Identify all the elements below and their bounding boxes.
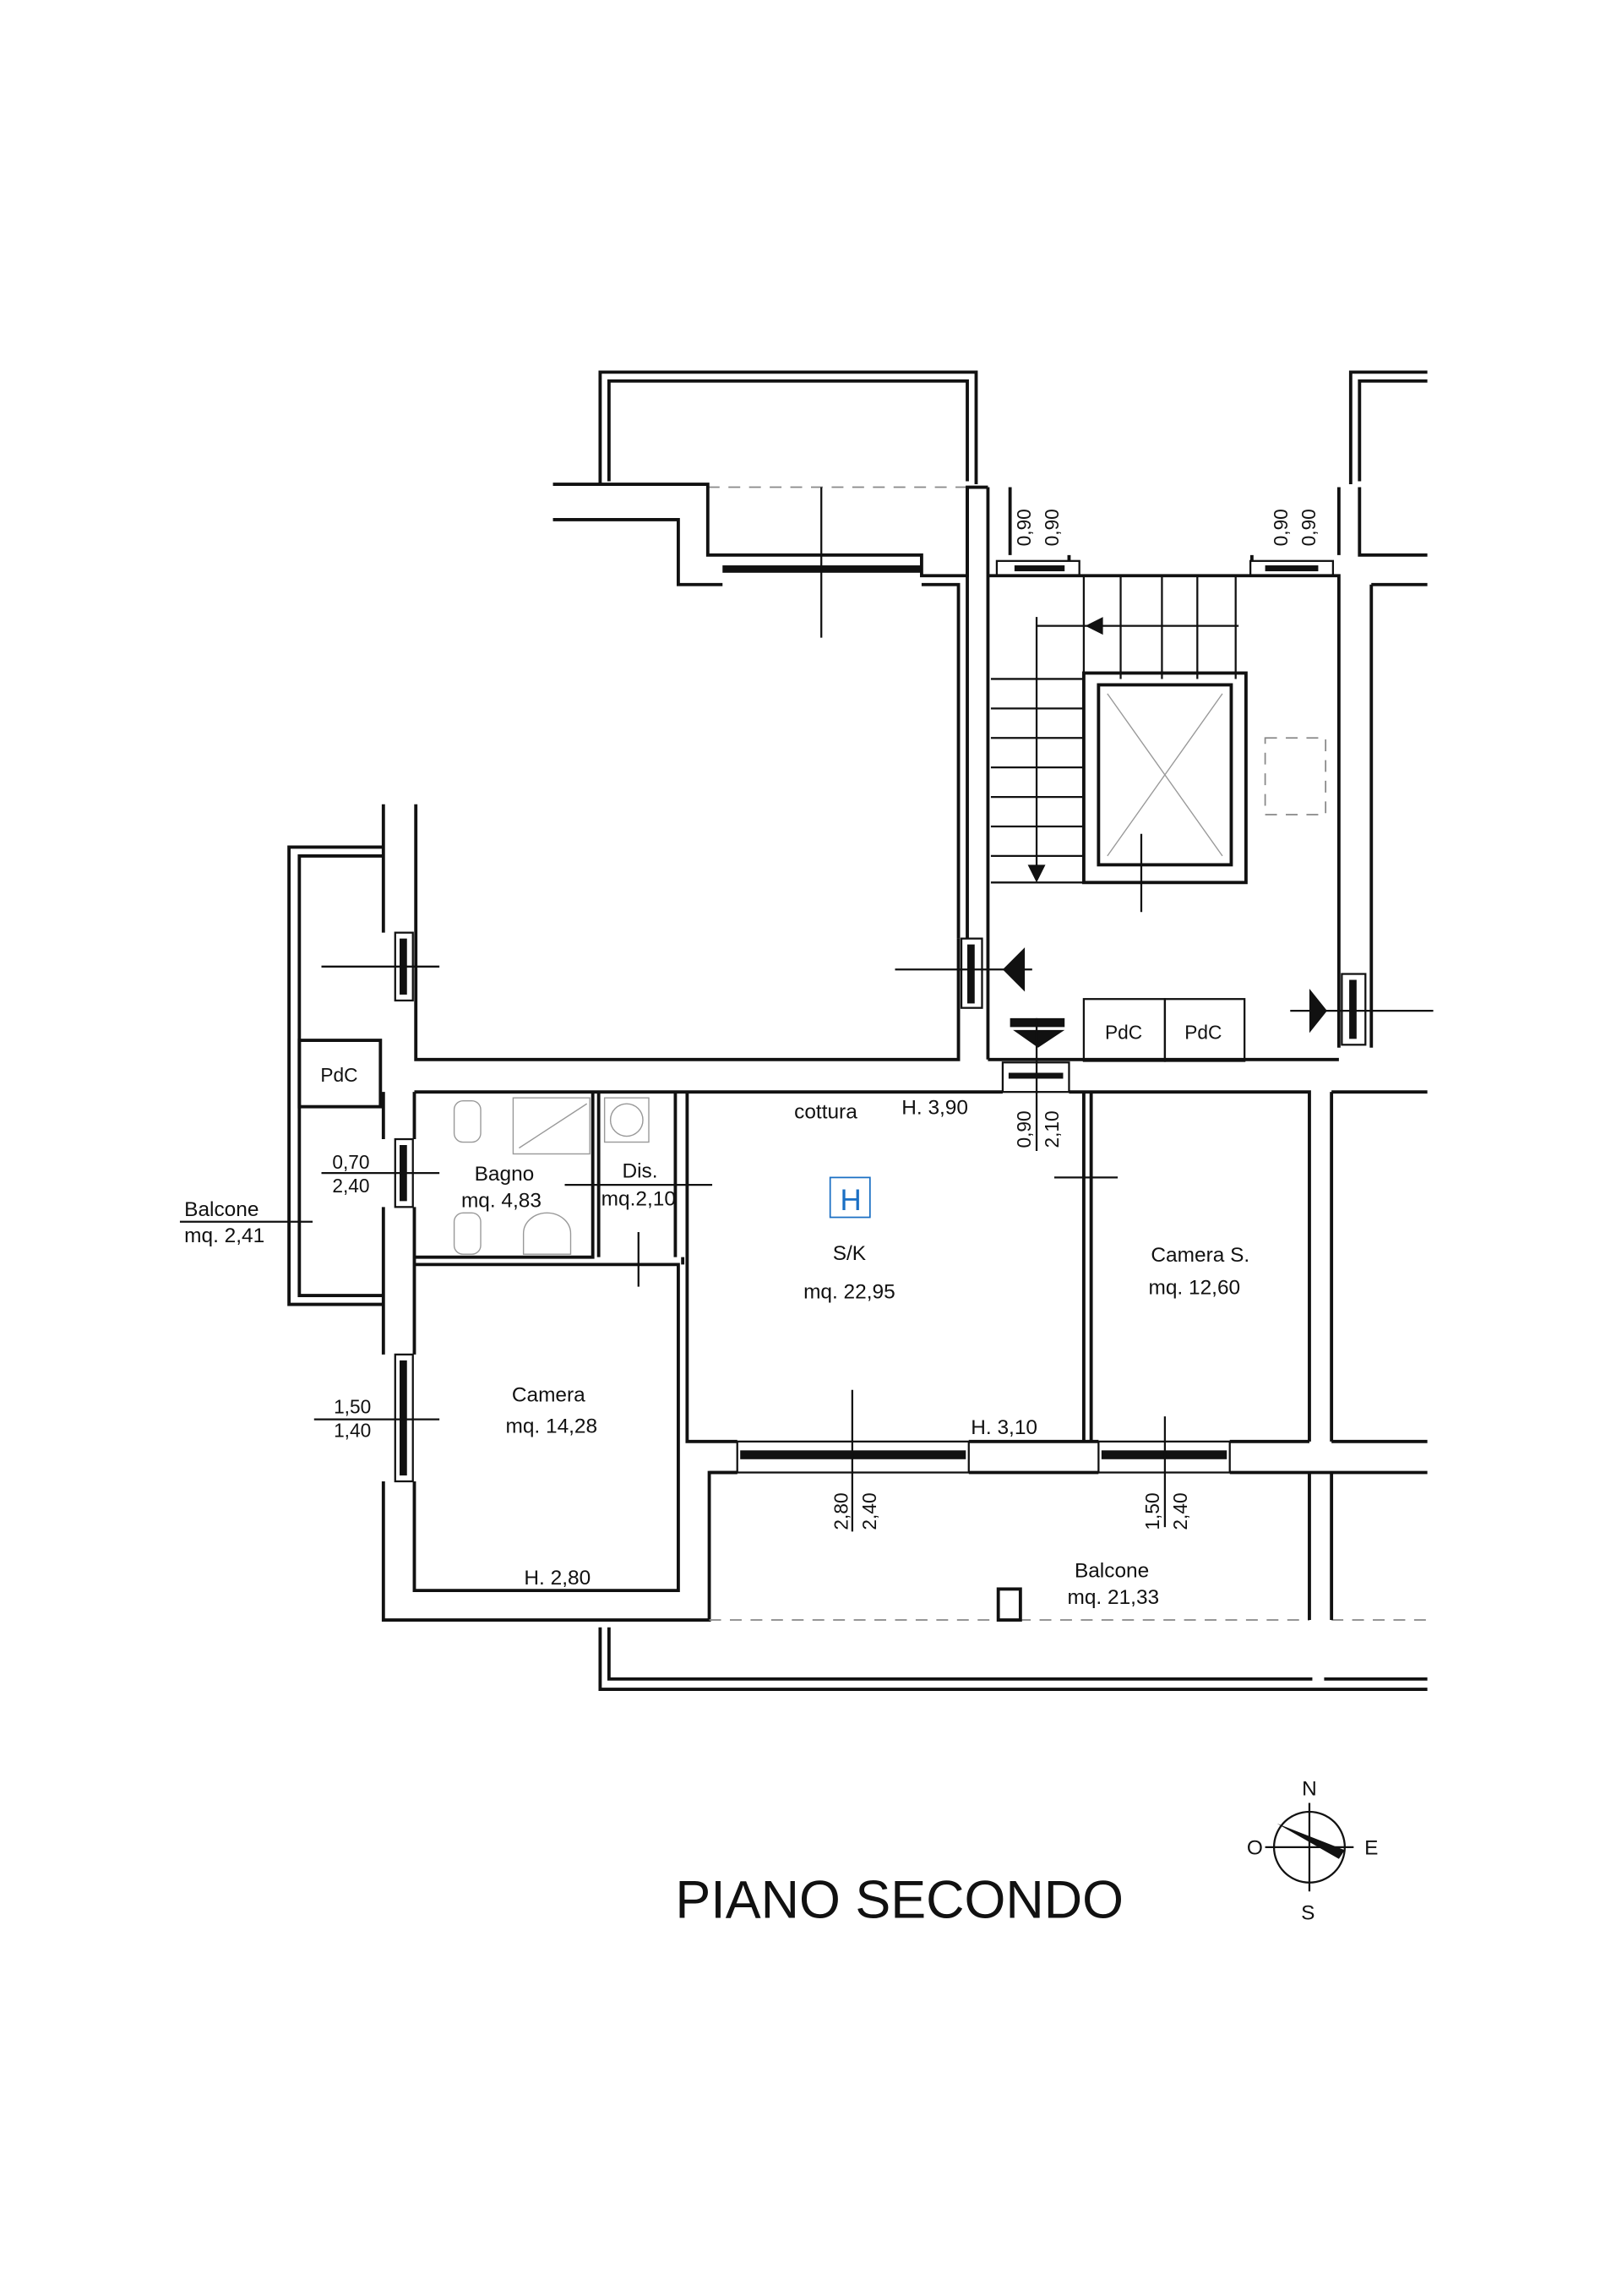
sk-name: S/K xyxy=(833,1242,867,1265)
compass-e: E xyxy=(1364,1837,1378,1860)
dim-label: 2,10 xyxy=(1041,1110,1063,1148)
camera-area: mq. 14,28 xyxy=(505,1415,597,1437)
stairs xyxy=(990,575,1239,884)
bagno-name: Bagno xyxy=(475,1163,535,1186)
dim-label: 0,90 xyxy=(1013,509,1035,546)
compass-n: N xyxy=(1302,1778,1317,1801)
dim-label: 1,40 xyxy=(334,1420,371,1442)
compass-s: S xyxy=(1301,1901,1314,1924)
sk-height-bottom: H. 3,10 xyxy=(971,1416,1037,1439)
compass-o: O xyxy=(1247,1837,1263,1860)
dim-label: 2,40 xyxy=(1169,1492,1191,1530)
dimension-labels: 0,70 2,40 1,50 1,40 0,90 0,90 0,90 0,90 … xyxy=(332,509,1320,1530)
compass-icon: N S E O xyxy=(1247,1778,1379,1925)
camera-name: Camera xyxy=(512,1384,585,1407)
dim-label: 0,90 xyxy=(1041,509,1063,546)
h-marker-box xyxy=(829,1176,871,1219)
walls xyxy=(179,370,1434,1692)
pdc-label: PdC xyxy=(320,1064,357,1086)
camera-s-name: Camera S. xyxy=(1151,1244,1249,1267)
balcone-left-area: mq. 2,41 xyxy=(184,1224,264,1247)
bathroom-fixtures xyxy=(453,1097,650,1255)
dim-label: 2,40 xyxy=(858,1492,880,1530)
room-labels: Bagno mq. 4,83 Dis. mq.2,10 cottura H. 3… xyxy=(184,1021,1249,1609)
bagno-area: mq. 4,83 xyxy=(461,1189,542,1212)
dim-label: 1,50 xyxy=(334,1396,371,1418)
dim-label: 2,40 xyxy=(332,1175,369,1197)
dim-label: 1,50 xyxy=(1141,1492,1163,1530)
h-marker: H xyxy=(841,1184,862,1217)
dim-label: 0,90 xyxy=(1270,509,1292,546)
dis-area: mq.2,10 xyxy=(601,1188,676,1211)
pdc-label: PdC xyxy=(1105,1021,1142,1043)
elevator xyxy=(1081,671,1248,913)
balcone-left-name: Balcone xyxy=(184,1198,259,1221)
pdc-label: PdC xyxy=(1184,1021,1222,1043)
dis-name: Dis. xyxy=(622,1159,657,1182)
camera-s-area: mq. 12,60 xyxy=(1149,1276,1241,1299)
dim-label: 0,70 xyxy=(332,1151,369,1173)
sk-area: mq. 22,95 xyxy=(803,1281,895,1304)
camera-height: H. 2,80 xyxy=(524,1567,591,1590)
dim-label: 2,80 xyxy=(830,1492,852,1530)
balcone-bottom-area: mq. 21,33 xyxy=(1068,1586,1160,1609)
plan-title: PIANO SECONDO xyxy=(675,1871,1124,1930)
cottura-label: cottura xyxy=(794,1101,857,1124)
dim-label: 0,90 xyxy=(1013,1110,1035,1148)
balcone-bottom-name: Balcone xyxy=(1075,1559,1149,1582)
dim-label: 0,90 xyxy=(1298,509,1320,546)
sk-height-top: H. 3,90 xyxy=(901,1096,968,1119)
